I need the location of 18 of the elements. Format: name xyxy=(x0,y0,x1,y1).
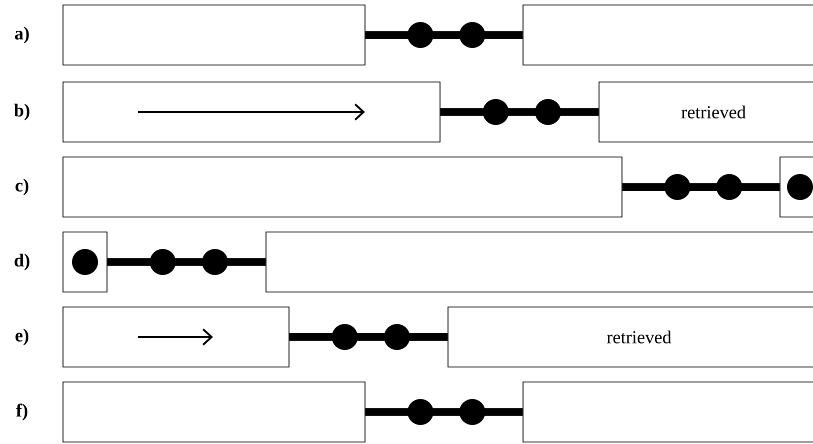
bead-rod xyxy=(365,22,523,48)
row-label: c) xyxy=(16,178,28,196)
row-label: b) xyxy=(14,104,30,120)
bead-rod xyxy=(365,399,523,425)
bead-rod xyxy=(440,99,599,125)
bead-rod xyxy=(107,249,266,275)
rectangle-box xyxy=(62,156,622,218)
row-label: e) xyxy=(16,328,28,346)
rectangle-box xyxy=(62,382,366,442)
row-label: d) xyxy=(14,254,30,270)
rectangle-box xyxy=(62,232,108,292)
bead-rod xyxy=(289,324,448,350)
rectangle-box xyxy=(62,306,290,368)
row-label: f) xyxy=(16,404,28,420)
rectangle-box xyxy=(62,82,440,142)
bead-rod xyxy=(622,174,780,200)
row-label: a) xyxy=(15,26,29,44)
rectangle-box xyxy=(62,4,366,66)
